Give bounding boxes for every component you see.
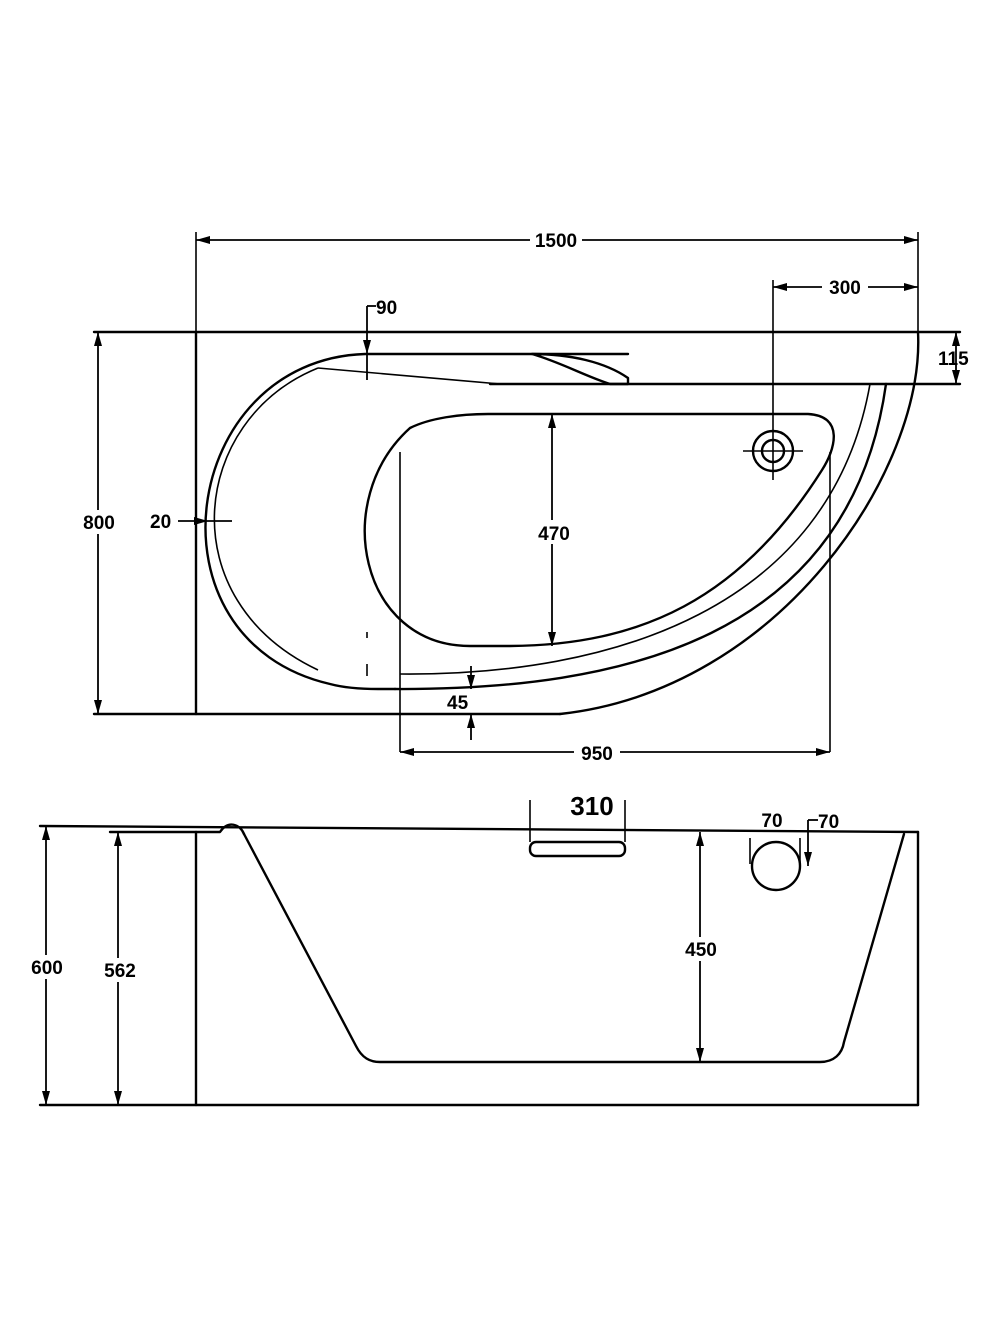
label-total-height: 600 [31,958,63,979]
side-view: 310 70 70 600 562 [26,791,920,1107]
dimension-overflow-drop: 70 [804,812,839,866]
side-headrest-roll [108,823,246,836]
label-inner-width: 470 [538,524,570,545]
outline-right-curve [558,330,920,716]
label-top-rim: 90 [376,298,397,319]
side-headrest-pad [528,840,627,858]
dimension-115: 115 [938,332,969,384]
side-inner-basin [242,832,906,1064]
label-length: 1500 [535,231,577,252]
dimension-1500: 1500 [196,228,918,252]
tub-wall-lower-inner-line [399,383,871,675]
tub-rim-lower-curve [393,382,888,691]
label-width: 800 [83,513,115,534]
dimension-470: 470 [534,414,574,646]
label-inner-depth: 450 [685,940,717,961]
dimension-45: 45 [447,666,475,740]
side-overflow-icon [750,840,802,892]
dimension-562: 562 [98,832,142,1105]
dimension-800: 800 [78,332,120,714]
label-inner-length: 950 [581,744,613,765]
headrest-wedge [530,352,630,386]
tub-wall-inner-line [213,367,319,671]
label-headrest-width: 310 [570,791,613,821]
inner-basin [363,412,835,648]
label-overflow-diameter: 70 [761,811,782,832]
rim-slant-line [317,367,501,385]
dimension-600: 600 [26,826,68,1105]
label-overflow-offset: 300 [829,278,861,299]
dimension-300: 300 [773,276,918,299]
top-view: 1500 300 90 115 [78,228,969,765]
label-side-wall: 20 [150,512,171,533]
dimension-90: 90 [363,298,397,380]
dimension-450: 450 [680,832,722,1062]
tub-rim-outline [204,352,630,691]
dimension-20: 20 [150,512,232,533]
label-rim-step: 115 [938,349,969,370]
label-overflow-drop: 70 [818,812,839,833]
dimension-950: 950 [400,741,830,765]
side-top-edge [38,824,920,834]
label-bottom-rim: 45 [447,693,469,714]
label-rim-height: 562 [104,961,136,982]
